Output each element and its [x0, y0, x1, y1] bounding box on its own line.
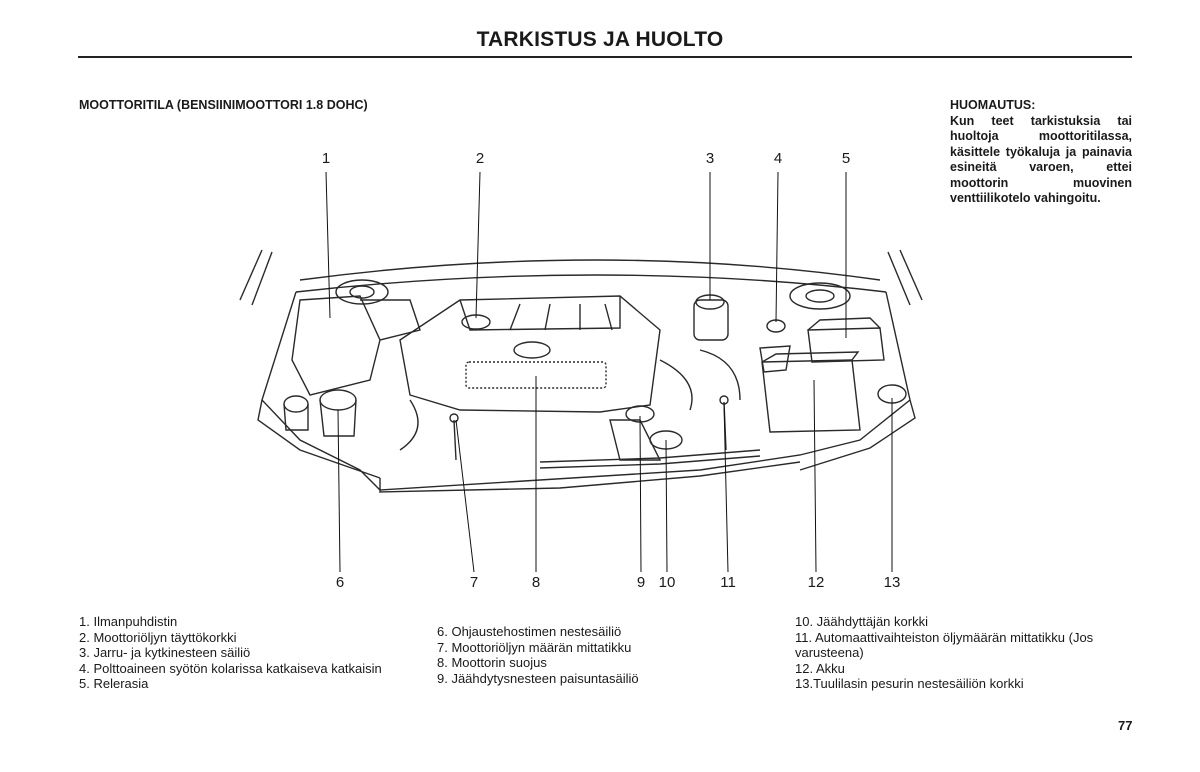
callout-12: 12 [807, 574, 825, 591]
page-number: 77 [1118, 718, 1133, 733]
legend-item: 11. Automaattivaihteiston öljymäärän mit… [795, 629, 1094, 645]
note-text: Kun teet tarkistuksia tai huoltoja moott… [950, 113, 1132, 206]
legend-item: 3. Jarru- ja kytkinesteen säiliö [79, 645, 251, 661]
note-title: HUOMAUTUS: [950, 98, 1036, 112]
callout-4: 4 [773, 150, 783, 167]
legend-item: 10. Jäähdyttäjän korkki [795, 614, 928, 629]
legend-column-3: 10. Jäähdyttäjän korkki 11. Automaattiva… [795, 614, 1093, 692]
note-box: HUOMAUTUS: Kun teet tarkistuksia tai huo… [950, 98, 1132, 207]
legend-item: varusteena) [795, 645, 864, 661]
legend-column-2: 6. Ohjaustehostimen nestesäiliö 7. Moott… [437, 624, 639, 686]
callout-6: 6 [335, 574, 345, 591]
callout-2: 2 [475, 150, 485, 167]
callout-8: 8 [531, 574, 541, 591]
legend-item: 13.Tuulilasin pesurin nestesäiliön korkk… [795, 676, 1024, 692]
legend-column-1: 1. Ilmanpuhdistin 2. Moottoriöljyn täytt… [79, 614, 382, 692]
legend-item: 6. Ohjaustehostimen nestesäiliö [437, 624, 622, 639]
legend-item: 12. Akku [795, 660, 845, 676]
legend-item: 7. Moottoriöljyn määrän mittatikku [437, 639, 632, 655]
callout-1: 1 [321, 150, 331, 167]
legend-item: 4. Polttoaineen syötön kolarissa katkais… [79, 660, 382, 676]
legend-item: 5. Relerasia [79, 676, 149, 692]
callout-9: 9 [636, 574, 646, 591]
section-title: MOOTTORITILA (BENSIINIMOOTTORI 1.8 DOHC) [79, 98, 368, 112]
callout-5: 5 [841, 150, 851, 167]
callout-10: 10 [658, 574, 676, 591]
callout-11: 11 [720, 574, 736, 591]
legend-item: 2. Moottoriöljyn täyttökorkki [79, 629, 237, 645]
legend-item: 9. Jäähdytysnesteen paisuntasäiliö [437, 670, 639, 686]
callout-7: 7 [469, 574, 479, 591]
header-rule [78, 56, 1132, 58]
callout-13: 13 [883, 574, 901, 591]
callout-3: 3 [705, 150, 715, 167]
page-header-title: TARKISTUS JA HUOLTO [476, 28, 724, 51]
legend-item: 8. Moottorin suojus [437, 655, 547, 671]
legend-item: 1. Ilmanpuhdistin [79, 614, 178, 629]
